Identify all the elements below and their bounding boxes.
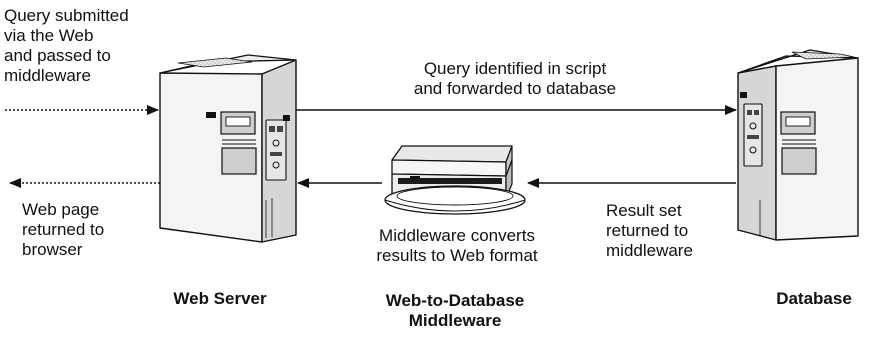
middleware-disk-icon: [384, 145, 526, 215]
label-query-submitted: Query submitted via the Web and passed t…: [4, 6, 129, 85]
label-middleware-converts: Middleware converts results to Web forma…: [376, 226, 538, 265]
label-query-identified: Query identified in script and forwarded…: [413, 59, 617, 98]
web-server-icon: [159, 54, 297, 243]
database-icon: [737, 49, 859, 242]
web-server-title: Web Server: [173, 289, 267, 308]
label-result-set: Result set returned to middleware: [606, 201, 693, 260]
label-web-page-returned: Web page returned to browser: [22, 200, 105, 259]
middleware-title: Web-to-Database Middleware: [385, 291, 525, 330]
database-title: Database: [776, 289, 852, 308]
